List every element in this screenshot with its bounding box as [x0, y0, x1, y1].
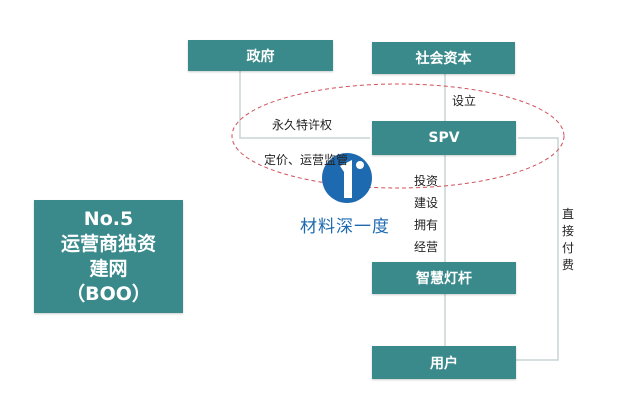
label-operate: 经营 [414, 240, 439, 254]
node-user: 用户 [372, 346, 516, 379]
label-establish: 设立 [452, 94, 477, 108]
label-own: 拥有 [414, 218, 439, 232]
title-line4: （BOO） [66, 282, 151, 305]
label-regulation: 定价、运营监管 [264, 153, 349, 167]
watermark-text: 材料深一度 [300, 212, 390, 237]
label-build: 建设 [414, 196, 439, 210]
title-line2: 运营商独资 [60, 232, 156, 255]
node-government: 政府 [188, 40, 333, 71]
dashed-ellipse [231, 83, 565, 189]
label-franchise: 永久特许权 [272, 118, 333, 132]
watermark-logo-icon [322, 153, 372, 203]
title-line1: No.5 [83, 207, 134, 230]
label-direct-pay: 直接付费 [562, 207, 575, 272]
node-spv: SPV [372, 121, 516, 155]
node-social-capital: 社会资本 [372, 42, 515, 74]
title-line3: 建网 [89, 257, 128, 280]
node-smart-pole: 智慧灯杆 [372, 262, 516, 294]
model-title-box: No.5 运营商独资 建网 （BOO） [34, 200, 183, 313]
label-invest: 投资 [414, 174, 439, 188]
gov-to-spv-line [239, 71, 370, 139]
user-to-spv-line [516, 137, 559, 361]
